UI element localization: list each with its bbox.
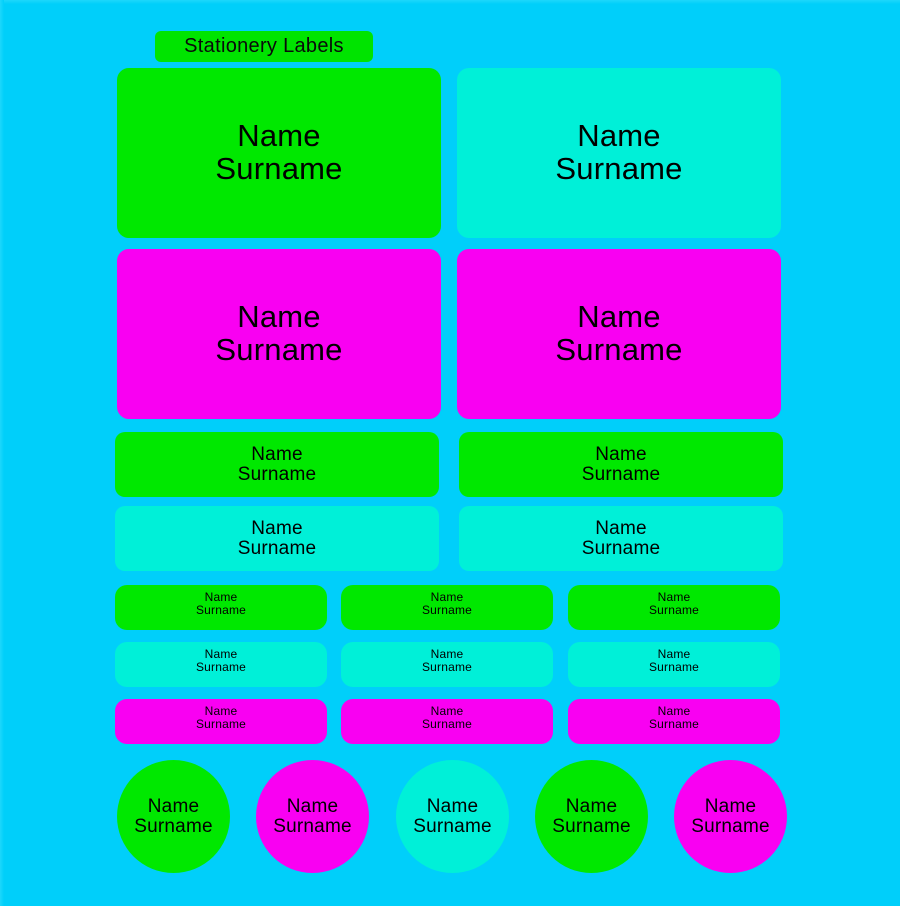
label-medium-green-1[interactable]: Name Surname (115, 432, 439, 497)
label-line-surname: Surname (421, 602, 473, 617)
label-line-name: Name (147, 795, 200, 817)
label-line-surname: Surname (581, 463, 661, 485)
label-line-surname: Surname (555, 332, 683, 367)
label-line-surname: Surname (237, 463, 317, 485)
label-medium-green-2[interactable]: Name Surname (459, 432, 783, 497)
label-line-name: Name (251, 443, 303, 465)
label-line-surname: Surname (237, 537, 317, 559)
label-small-turquoise-1[interactable]: Name Surname (115, 642, 327, 687)
label-small-magenta-3[interactable]: Name Surname (568, 699, 780, 744)
label-line-surname: Surname (648, 659, 700, 674)
label-line-surname: Surname (552, 815, 631, 837)
label-line-surname: Surname (195, 659, 247, 674)
label-line-name: Name (426, 795, 479, 817)
label-line-name: Name (565, 795, 618, 817)
label-line-surname: Surname (691, 815, 770, 837)
label-line-name: Name (657, 590, 691, 604)
label-small-green-3[interactable]: Name Surname (568, 585, 780, 630)
label-circle-green-1[interactable]: Name Surname (117, 760, 230, 873)
label-line-surname: Surname (195, 602, 247, 617)
label-small-magenta-1[interactable]: Name Surname (115, 699, 327, 744)
label-line-surname: Surname (555, 151, 683, 186)
label-line-surname: Surname (215, 332, 343, 367)
label-line-name: Name (251, 517, 303, 539)
page-title: Stationery Labels (155, 31, 373, 62)
label-circle-green-2[interactable]: Name Surname (535, 760, 648, 873)
label-line-name: Name (430, 647, 464, 661)
label-line-surname: Surname (215, 151, 343, 186)
label-small-turquoise-3[interactable]: Name Surname (568, 642, 780, 687)
label-large-magenta-1[interactable]: Name Surname (117, 249, 441, 419)
page-title-text: Stationery Labels (184, 35, 344, 57)
label-line-surname: Surname (134, 815, 213, 837)
label-large-turquoise-1[interactable]: Name Surname (457, 68, 781, 238)
label-medium-turquoise-2[interactable]: Name Surname (459, 506, 783, 571)
label-line-surname: Surname (648, 602, 700, 617)
label-line-surname: Surname (273, 815, 352, 837)
label-line-name: Name (577, 299, 661, 335)
label-circle-magenta-2[interactable]: Name Surname (674, 760, 787, 873)
label-small-turquoise-2[interactable]: Name Surname (341, 642, 553, 687)
label-line-name: Name (286, 795, 339, 817)
label-line-surname: Surname (421, 659, 473, 674)
label-line-name: Name (430, 590, 464, 604)
label-line-name: Name (657, 647, 691, 661)
label-line-surname: Surname (581, 537, 661, 559)
label-line-name: Name (204, 590, 238, 604)
label-line-name: Name (204, 704, 238, 718)
label-small-green-2[interactable]: Name Surname (341, 585, 553, 630)
label-line-name: Name (237, 118, 321, 154)
label-large-green-1[interactable]: Name Surname (117, 68, 441, 238)
label-small-green-1[interactable]: Name Surname (115, 585, 327, 630)
label-line-name: Name (595, 443, 647, 465)
label-line-surname: Surname (195, 716, 247, 731)
label-line-name: Name (704, 795, 757, 817)
label-large-magenta-2[interactable]: Name Surname (457, 249, 781, 419)
label-line-name: Name (237, 299, 321, 335)
label-line-surname: Surname (413, 815, 492, 837)
label-medium-turquoise-1[interactable]: Name Surname (115, 506, 439, 571)
label-circle-turquoise-1[interactable]: Name Surname (396, 760, 509, 873)
label-line-name: Name (204, 647, 238, 661)
label-line-name: Name (430, 704, 464, 718)
label-line-surname: Surname (648, 716, 700, 731)
label-line-name: Name (595, 517, 647, 539)
label-small-magenta-2[interactable]: Name Surname (341, 699, 553, 744)
label-circle-magenta-1[interactable]: Name Surname (256, 760, 369, 873)
label-line-name: Name (657, 704, 691, 718)
label-line-surname: Surname (421, 716, 473, 731)
label-line-name: Name (577, 118, 661, 154)
